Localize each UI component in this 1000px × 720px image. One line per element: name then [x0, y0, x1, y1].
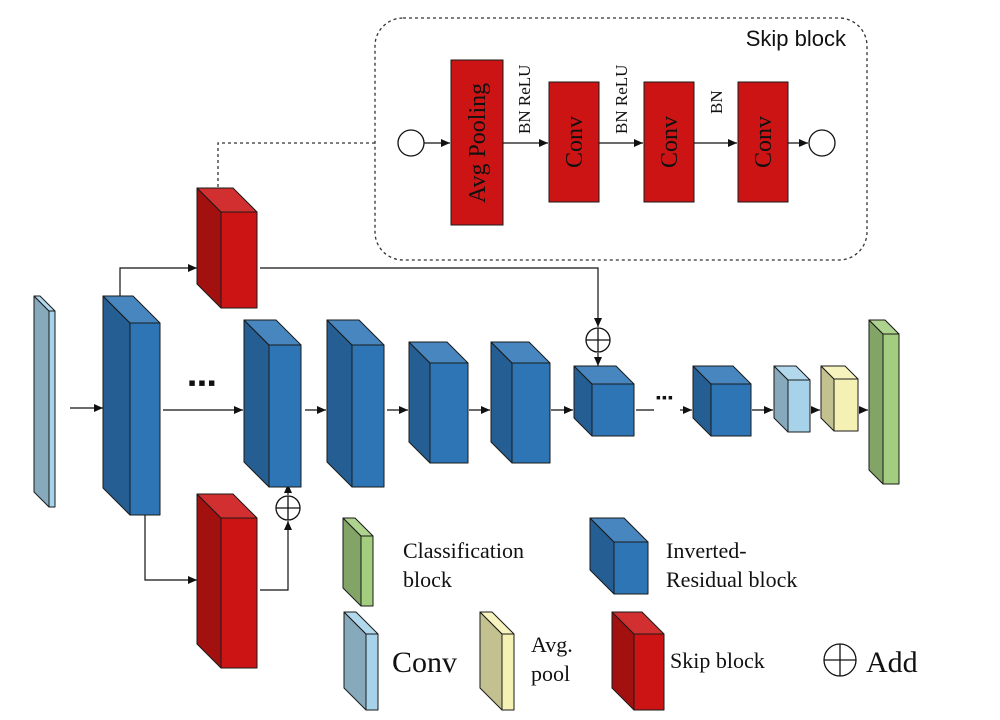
ellipsis-right: ▪▪▪: [656, 389, 674, 405]
skip-input-node: [397, 129, 425, 157]
skip-conv-label-3: Conv: [751, 116, 777, 168]
add-node-top: [585, 327, 611, 353]
skip-conv-layer-2: [643, 81, 695, 203]
legend-skip-block-icon: [611, 611, 665, 711]
legend-inverted-residual-icon: [589, 517, 649, 595]
skip-block-detail-frame: [374, 17, 868, 261]
bn-relu-label-1: BN ReLU: [515, 65, 534, 134]
skip-block-bottom: [196, 493, 258, 669]
legend-skip-block-label: Skip block: [670, 648, 765, 673]
legend-avg-pool-icon: [479, 611, 515, 711]
connector-bottom-skip-to-add: [260, 521, 292, 591]
legend-add-label: Add: [866, 646, 918, 679]
skip-conv-label-2: Conv: [657, 116, 683, 168]
skip-block-top: [196, 187, 258, 309]
inverted-residual-block-7: [692, 365, 752, 437]
legend-conv-label: Conv: [392, 646, 457, 679]
skip-conv-label-1: Conv: [562, 116, 588, 168]
inverted-residual-block-3: [326, 319, 385, 488]
bn-relu-label-2: BN ReLU: [612, 65, 631, 134]
bn-label: BN: [707, 90, 726, 114]
legend-classification-icon: [342, 517, 374, 607]
skip-conv-layer-1: [548, 81, 600, 203]
inverted-residual-block-5: [490, 341, 551, 464]
inverted-residual-block-6: [573, 365, 635, 437]
connector-to-top-skip: [119, 264, 197, 297]
inverted-residual-block-1: [102, 295, 161, 516]
skip-detail-connector: [217, 142, 375, 188]
skip-block-title: Skip block: [746, 26, 847, 51]
add-node-bottom: [275, 495, 301, 521]
legend-conv-icon: [343, 611, 379, 711]
classification-layer: [868, 319, 900, 485]
connector-top-skip-to-add: [260, 267, 602, 327]
legend-inverted-residual-label: Inverted-Residual block: [666, 538, 797, 592]
legend-add-icon: [823, 643, 857, 677]
legend-avg-pool-label: Avg.pool: [531, 632, 573, 686]
connector-to-bottom-skip: [144, 508, 197, 584]
conv-layer-final: [773, 365, 811, 433]
inverted-residual-block-4: [408, 341, 469, 464]
inverted-residual-block-2: [243, 319, 302, 488]
ellipsis-left: ▪▪▪: [188, 370, 217, 395]
avg-pooling-label: Avg Pooling: [465, 83, 491, 203]
skip-output-node: [808, 129, 836, 157]
input-conv-layer: [33, 295, 56, 508]
avg-pooling-layer: [450, 59, 504, 226]
skip-conv-layer-3: [737, 81, 789, 203]
avg-pool-layer: [820, 365, 859, 432]
